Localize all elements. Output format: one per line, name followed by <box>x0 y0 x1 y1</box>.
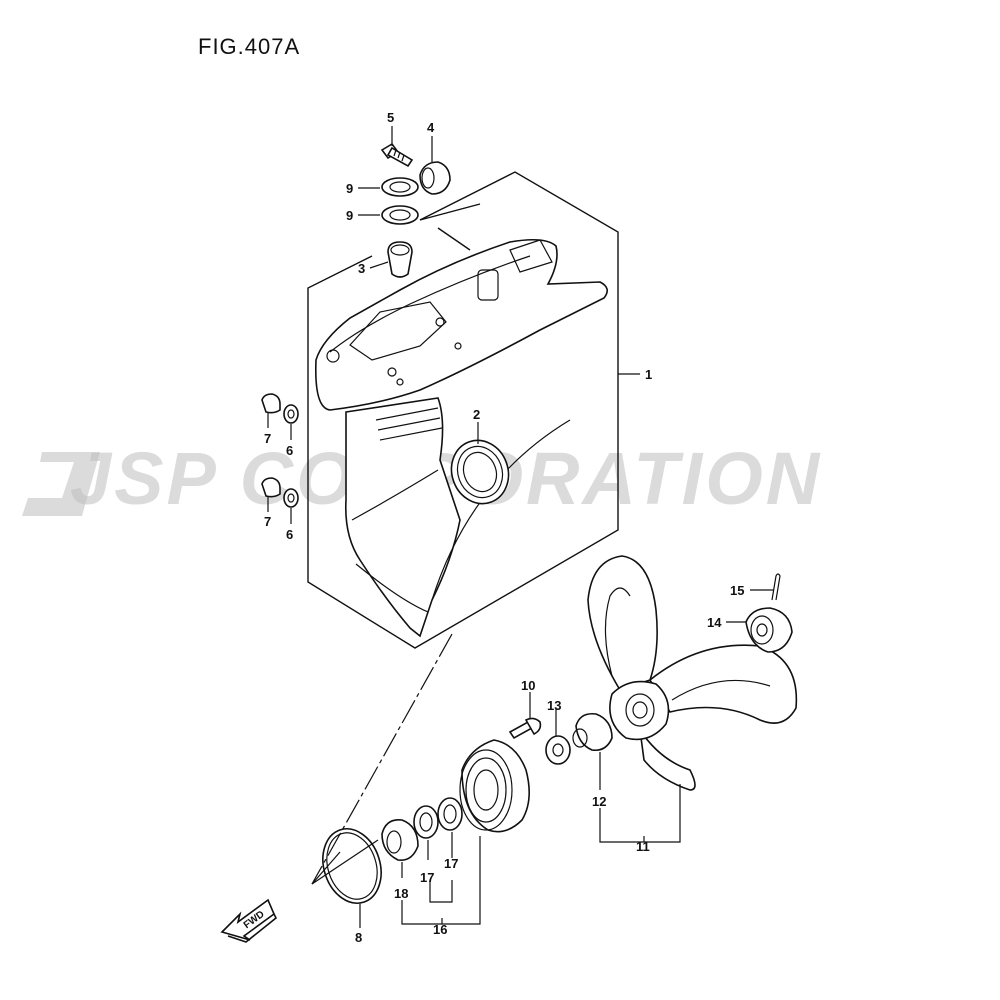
oil-seal-part-9-upper <box>381 177 419 197</box>
callout-9-upper: 9 <box>346 181 353 196</box>
callout-7-upper: 7 <box>264 431 271 446</box>
callout-18: 18 <box>394 886 408 901</box>
callout-8: 8 <box>355 930 362 945</box>
bearing-housing-part-16 <box>459 739 530 833</box>
gearcase-housing <box>314 238 608 638</box>
drain-plug-part-7-lower <box>261 477 281 498</box>
callout-10: 10 <box>521 678 535 693</box>
callout-labels: 1 2 3 4 5 6 6 7 7 8 9 9 10 11 12 13 14 1… <box>264 110 744 945</box>
propeller-part-11 <box>587 555 798 791</box>
bolt-part-10 <box>508 717 542 740</box>
forward-direction-arrow: FWD <box>220 898 278 943</box>
callout-6-upper: 6 <box>286 443 293 458</box>
bolt-part-5 <box>380 142 414 168</box>
callout-9-lower: 9 <box>346 208 353 223</box>
callout-14: 14 <box>707 615 722 630</box>
callout-11: 11 <box>636 839 650 854</box>
oil-seal-part-17-outer <box>437 797 463 831</box>
spacer-part-12 <box>572 712 613 752</box>
gasket-part-6-lower <box>283 488 299 508</box>
callout-1: 1 <box>645 367 652 382</box>
callout-3: 3 <box>358 261 365 276</box>
callout-16: 16 <box>433 922 447 937</box>
callout-17-left: 17 <box>420 870 434 885</box>
o-ring-part-8 <box>322 828 382 904</box>
drain-plug-part-7-upper <box>261 393 281 414</box>
callout-7-lower: 7 <box>264 514 271 529</box>
collar-part-4 <box>419 161 451 195</box>
leader-lines <box>267 126 774 928</box>
callout-4: 4 <box>427 120 435 135</box>
oil-seal-part-17-inner <box>413 805 439 839</box>
gasket-part-6-upper <box>283 404 299 424</box>
oil-seal-part-9-lower <box>381 205 419 225</box>
washer-part-13 <box>545 735 571 765</box>
figure-title: FIG.407A <box>198 34 301 59</box>
callout-5: 5 <box>387 110 394 125</box>
callout-15: 15 <box>730 583 744 598</box>
assembly-axis-lines <box>311 633 453 885</box>
bearing-part-2 <box>450 439 510 505</box>
callout-6-lower: 6 <box>286 527 293 542</box>
callout-2: 2 <box>473 407 480 422</box>
bearing-part-18 <box>381 818 419 862</box>
callout-17-right: 17 <box>444 856 458 871</box>
cotter-pin-part-15 <box>771 573 781 601</box>
callout-13: 13 <box>547 698 561 713</box>
gearcase-frame <box>307 171 619 649</box>
bushing-part-3 <box>387 241 413 278</box>
propeller-nut-part-14 <box>745 607 793 653</box>
watermark-logo-icon <box>22 452 100 516</box>
callout-12: 12 <box>592 794 606 809</box>
